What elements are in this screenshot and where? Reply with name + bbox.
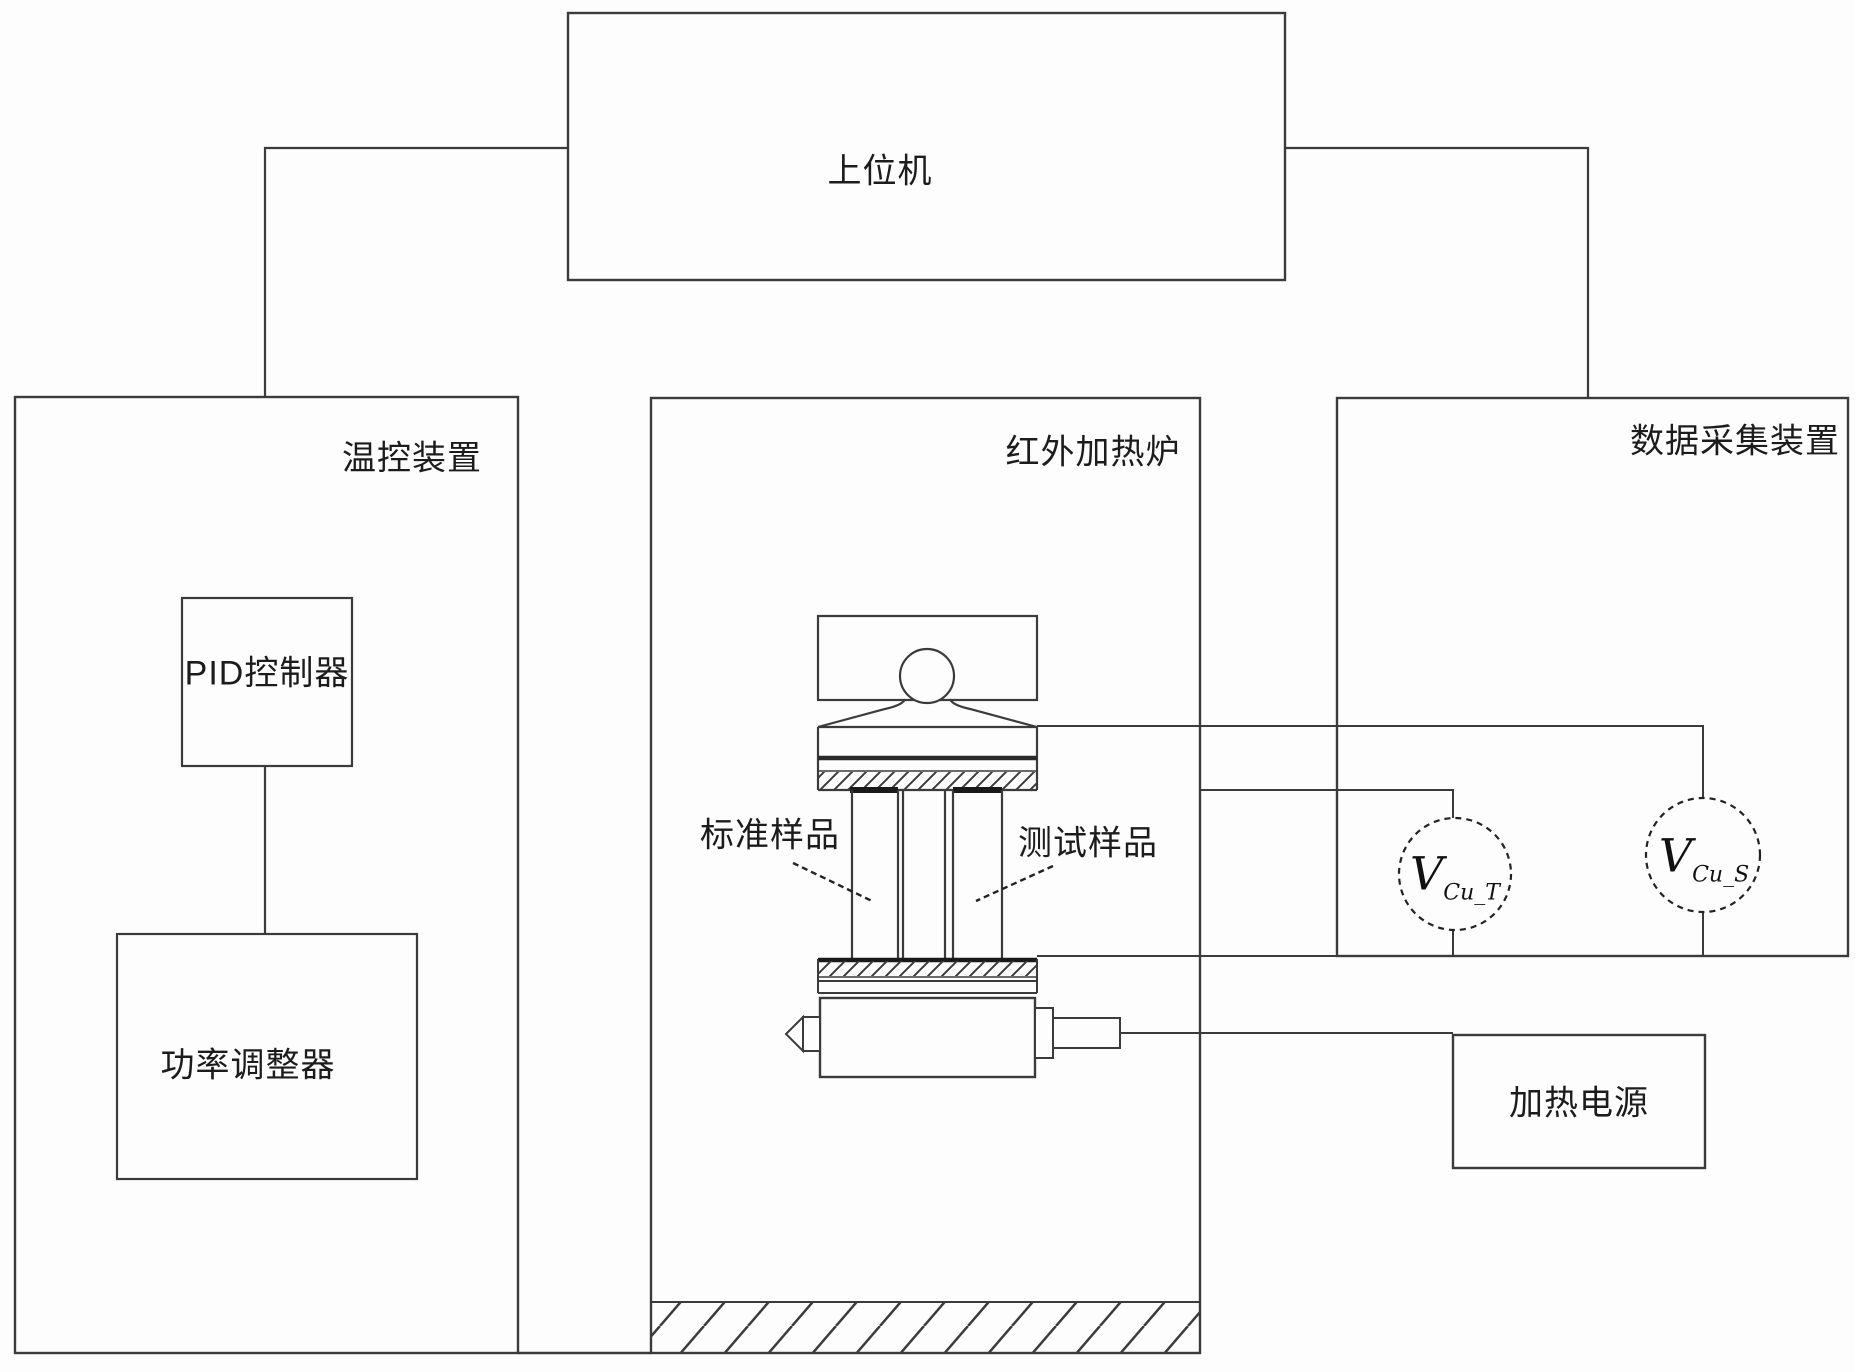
leader-test-sample [975, 864, 1054, 903]
wire-upper-plate-to-meter-s [1037, 725, 1704, 798]
test-sample-label: 测试样品 [1018, 824, 1158, 863]
host-box [566, 11, 1287, 282]
voltmeter-s-symbol: V [1658, 828, 1693, 883]
heat-supply-label: 加热电源 [1509, 1084, 1649, 1123]
wire-furnace-to-meter-t [1200, 789, 1454, 818]
furnace-box [649, 396, 1202, 1355]
holder-knob [898, 647, 956, 705]
voltmeter-t-circle [1397, 816, 1513, 932]
lower-plate-hatch [818, 961, 1037, 976]
daq-box [1335, 396, 1850, 958]
pid-box [180, 596, 354, 768]
temp-control-label: 温控装置 [342, 439, 482, 478]
test-sample-column [951, 790, 1004, 959]
power-label: 功率调整器 [160, 1046, 336, 1085]
furnace-floor-hatch [650, 1301, 1201, 1354]
heat-supply-box [1451, 1033, 1707, 1170]
leader-standard-sample [792, 861, 873, 903]
holder-shoulder-left [817, 698, 907, 729]
cone-collar [802, 1016, 821, 1052]
voltmeter-s-circle [1644, 796, 1762, 914]
standard-sample-label: 标准样品 [700, 816, 840, 855]
wire-host-to-temp-control [263, 146, 568, 397]
voltmeter-t-label: VCu_T [1410, 847, 1500, 906]
lower-plate-sides [817, 959, 1038, 993]
center-rod [901, 790, 947, 959]
standard-sample-column [850, 790, 900, 959]
host-label: 上位机 [827, 152, 933, 191]
bottom-cylinder [818, 996, 1037, 1079]
upper-plate-hatch [818, 772, 1037, 789]
furnace-label: 红外加热炉 [1005, 433, 1181, 472]
voltmeter-t-symbol: V [1410, 846, 1444, 901]
temp-control-box [13, 395, 520, 1355]
right-collar [1034, 1007, 1054, 1059]
daq-label: 数据采集装置 [1630, 422, 1840, 461]
voltmeter-s-subscript: Cu_S [1692, 862, 1750, 888]
voltmeter-t-subscript: Cu_T [1443, 880, 1500, 906]
pid-label: PID控制器 [184, 654, 350, 693]
voltmeter-s-label: VCu_S [1659, 829, 1749, 888]
power-box [115, 932, 419, 1181]
push-rod [1052, 1017, 1121, 1049]
left-cone-tip [784, 1014, 804, 1054]
holder-shoulder-right [948, 698, 1038, 729]
wire-host-to-daq [1285, 146, 1590, 398]
